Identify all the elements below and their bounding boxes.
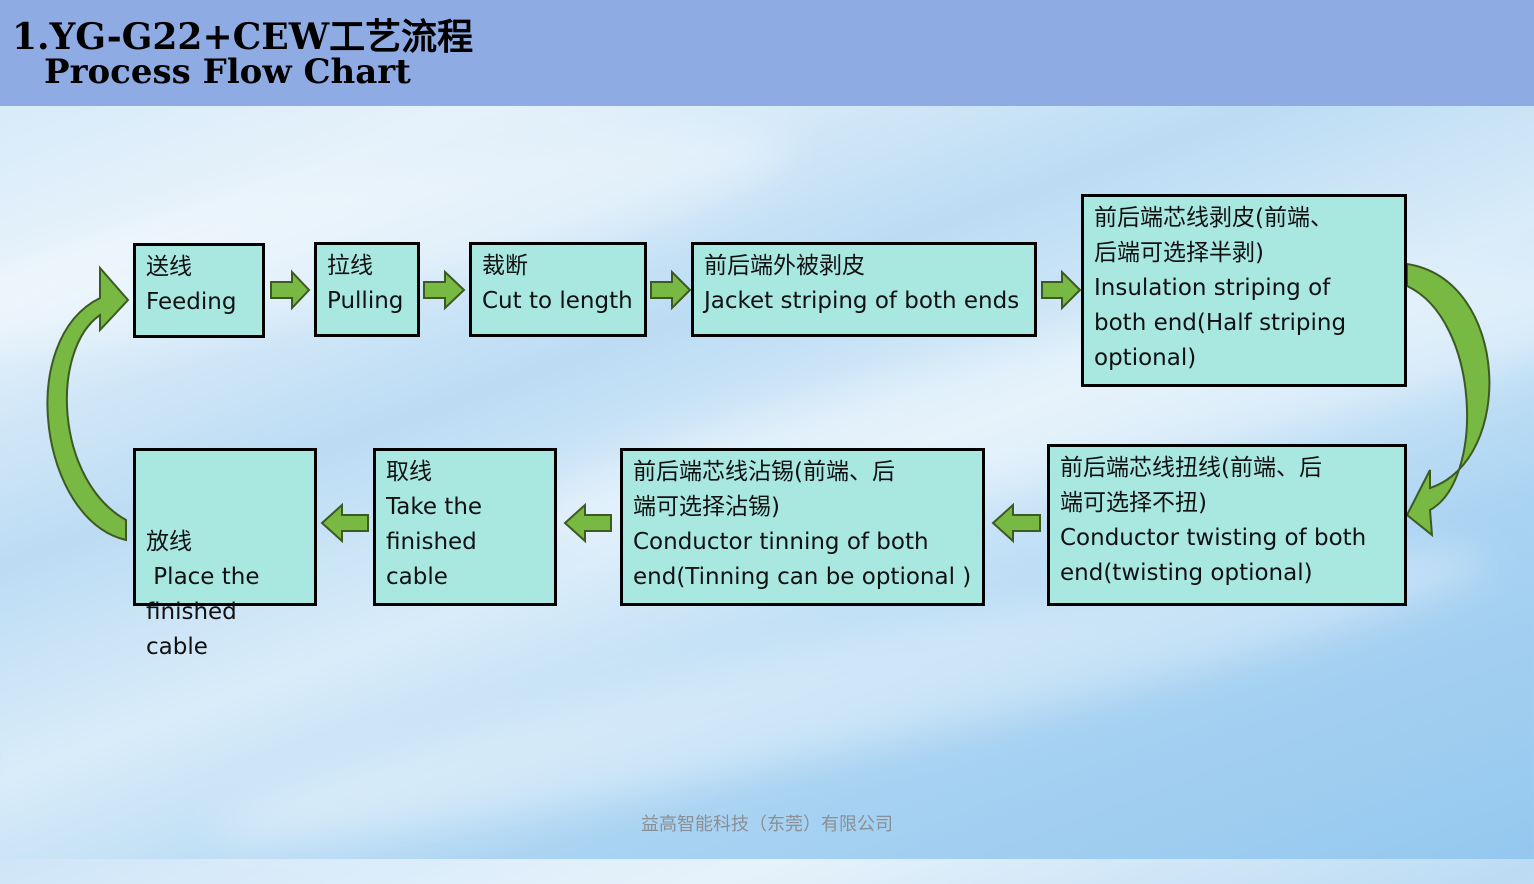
step-label-cn: 取线 [386,459,432,485]
step-twisting: 前后端芯线扭线(前端、后端可选择不扭) Conductor twisting of… [1047,444,1407,606]
step-label-en: optional) [1094,345,1197,371]
arrow-left-icon [320,502,369,544]
step-label-en: Jacket striping of both ends [704,288,1020,314]
arrow-right-icon [1041,269,1082,311]
company-footer: 益高智能科技（东莞）有限公司 [641,814,893,835]
step-take-cable: 取线 Take the finished cable [373,448,557,606]
step-label-en: end(Tinning can be optional ) [633,564,972,590]
step-label-cn: 放线 [146,529,192,555]
arrow-right-icon [423,269,466,311]
step-label-en: Pulling [327,288,404,314]
step-label-en: Place the [146,564,260,590]
step-label-cn: 裁断 [482,253,528,279]
step-label-en: cable [146,634,208,660]
curved-arrow-left-icon [46,265,130,542]
step-label-cn: 端可选择不扭) [1060,490,1207,516]
step-label-en: finished [146,599,237,625]
step-label-en: end(twisting optional) [1060,560,1313,586]
step-insulation-striping: 前后端芯线剥皮(前端、后端可选择半剥) Insulation striping o… [1081,194,1407,387]
page-title: 1.YG-G22+CEW工艺流程 [12,16,474,58]
step-label-cn: 拉线 [327,253,373,279]
step-feeding: 送线 Feeding [133,243,265,338]
step-label-cn: 后端可选择半剥) [1094,240,1264,266]
step-label-cn: 前后端外被剥皮 [704,253,865,279]
curved-arrow-right-icon [1405,262,1491,538]
arrow-left-icon [991,502,1041,544]
page-subtitle: Process Flow Chart [44,52,411,92]
step-label-cn: 前后端芯线剥皮(前端、 [1094,205,1333,231]
step-label-en: cable [386,564,448,590]
step-label-en: Conductor twisting of both [1060,525,1367,551]
step-label-en: Take the [386,494,483,520]
step-label-cn: 端可选择沾锡) [633,494,780,520]
step-label-en: Cut to length [482,288,633,314]
step-label-cn: 前后端芯线沾锡(前端、后 [633,459,895,485]
step-jacket-striping: 前后端外被剥皮 Jacket striping of both ends [691,242,1037,337]
step-label-en: Conductor tinning of both [633,529,929,555]
step-label-en: both end(Half striping [1094,310,1347,336]
flow-arrows [46,262,1491,544]
step-label-en: Insulation striping of [1094,275,1331,301]
step-label-cn: 送线 [146,254,192,280]
step-label-en: Feeding [146,289,237,315]
step-place-cable: 放线 Place the finished cable [133,448,317,660]
step-tinning: 前后端芯线沾锡(前端、后端可选择沾锡) Conductor tinning of … [620,448,985,606]
step-label-en: finished [386,529,477,555]
step-label-cn: 前后端芯线扭线(前端、后 [1060,455,1322,481]
step-pulling: 拉线 Pulling [314,242,420,337]
step-cut: 裁断 Cut to length [469,242,647,337]
arrow-right-icon [650,269,692,311]
header-bar: 1.YG-G22+CEW工艺流程 Process Flow Chart [0,0,1534,106]
arrow-right-icon [270,269,311,311]
arrow-left-icon [563,502,612,544]
